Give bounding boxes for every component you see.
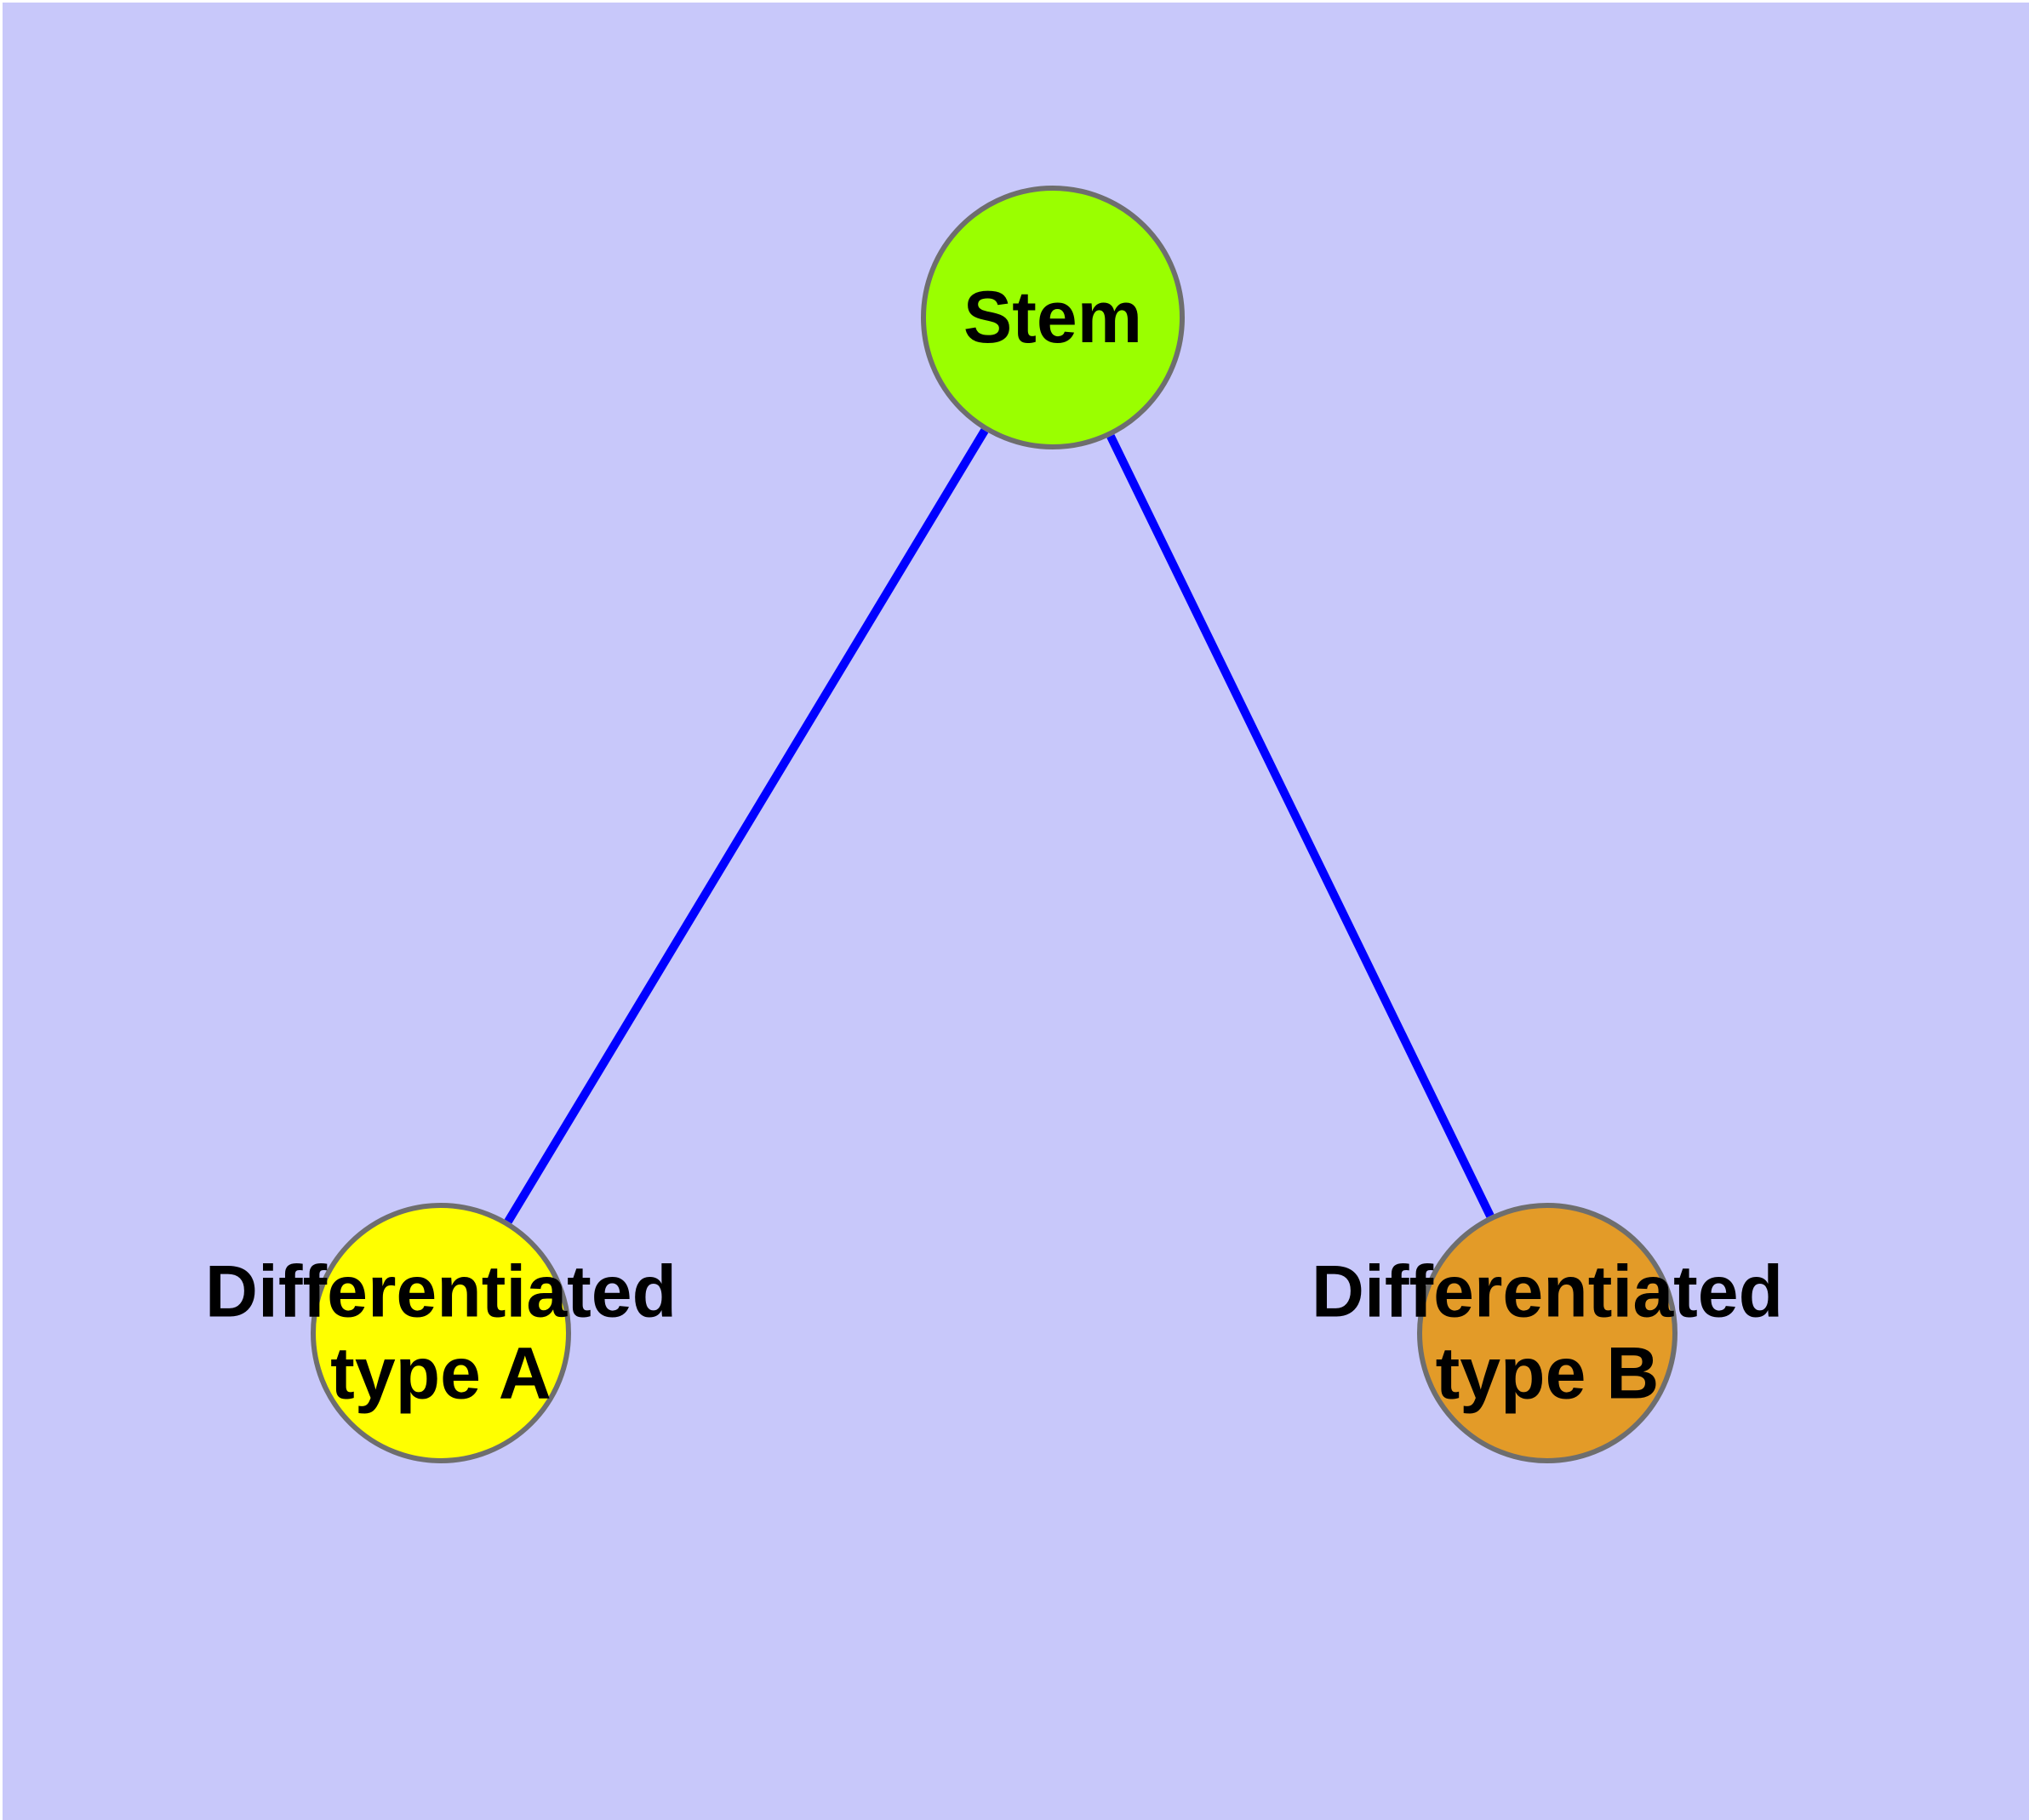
graph-edge-stem-diff_a (504, 428, 989, 1224)
node-layer (311, 186, 1677, 1463)
graph-node-stem[interactable] (921, 186, 1185, 449)
graph-node-diff_b[interactable] (1417, 1203, 1677, 1463)
edge-layer (504, 428, 1495, 1224)
graph-edge-stem-diff_b (1106, 434, 1495, 1218)
graph-node-diff_a[interactable] (311, 1203, 571, 1463)
